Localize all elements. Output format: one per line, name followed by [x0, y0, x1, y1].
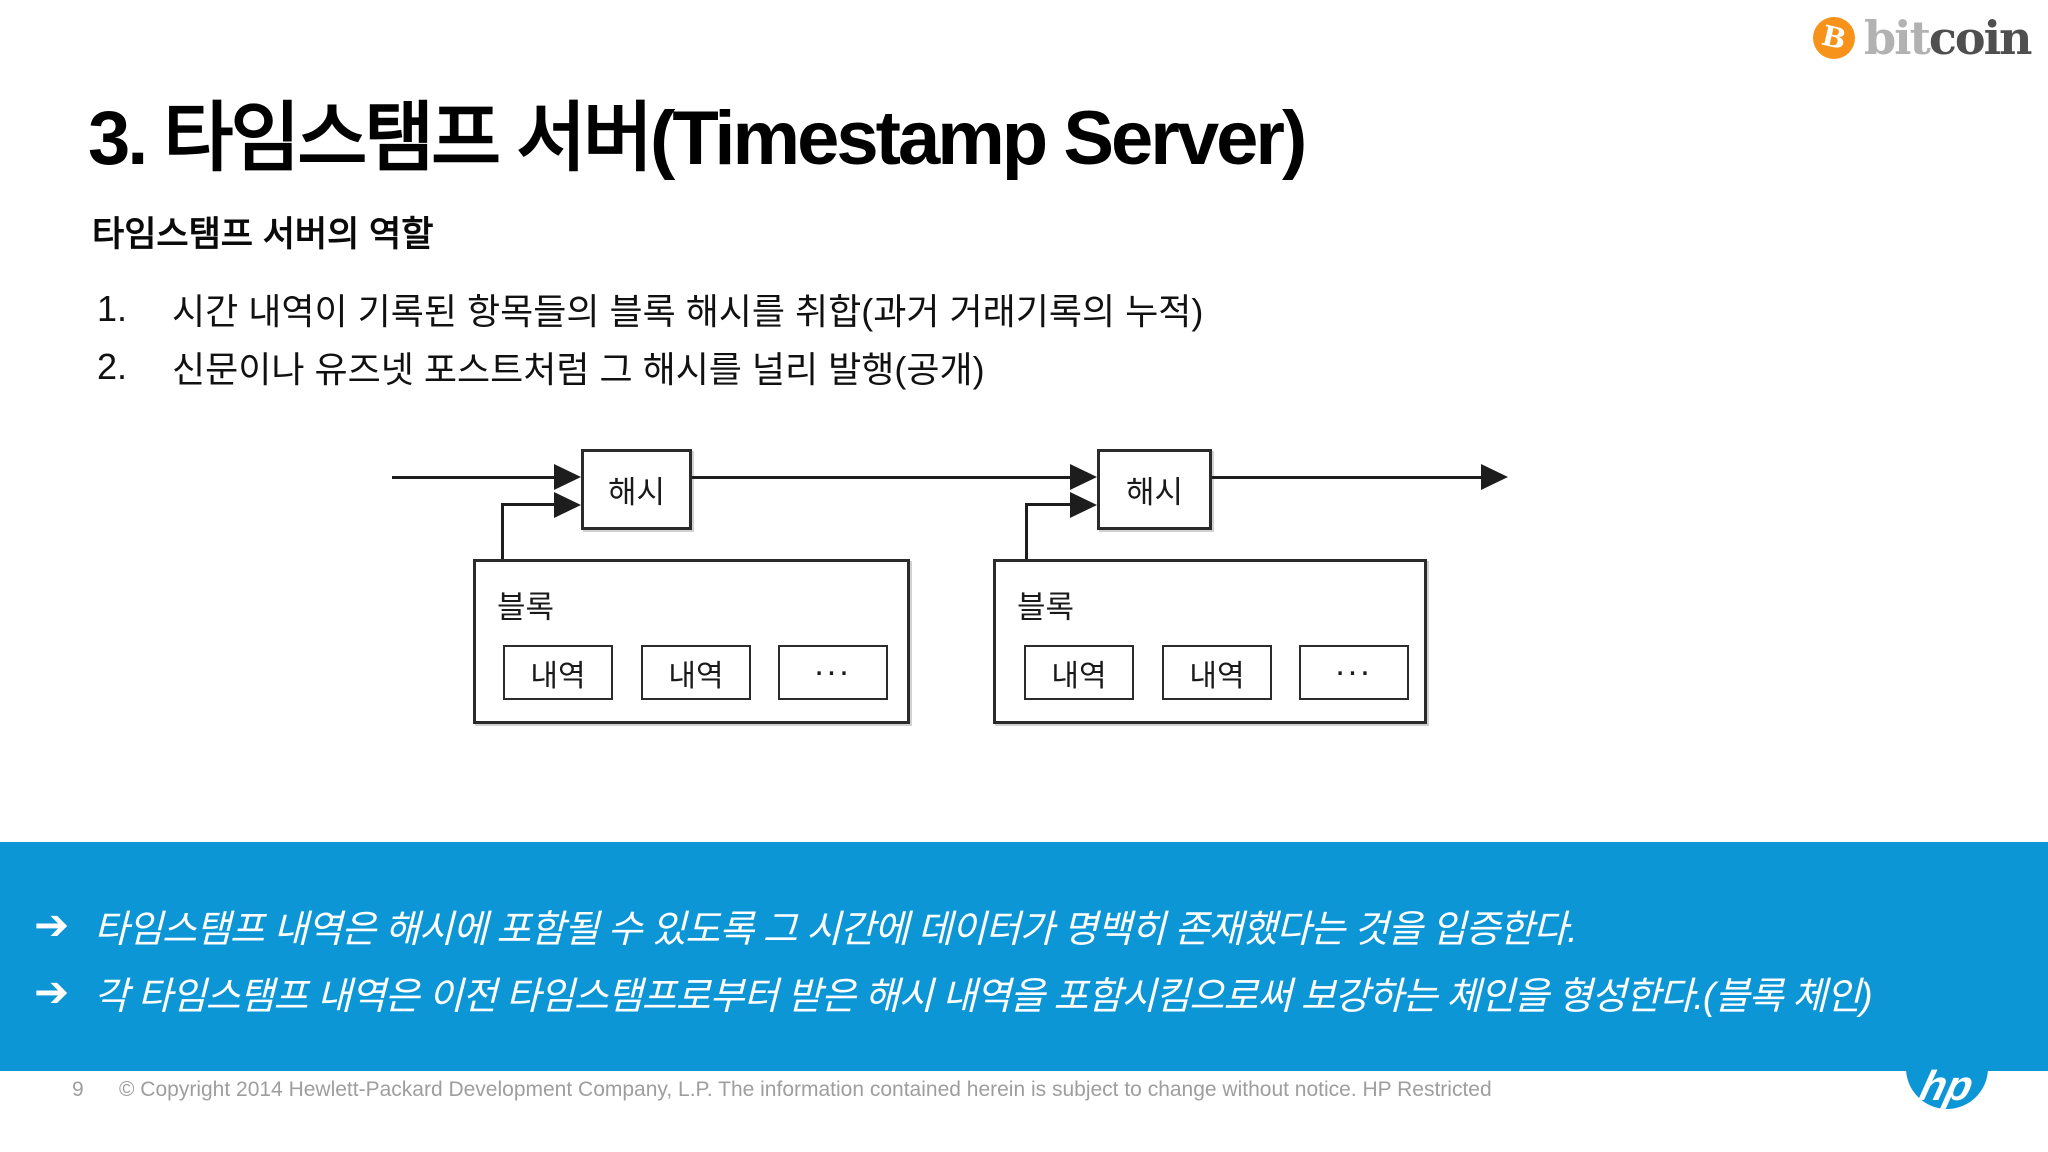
arrow-bullet-icon: ➔ [34, 968, 70, 1015]
bitcoin-b-glyph: B [1818, 18, 1850, 57]
list-item: 1. 시간 내역이 기록된 항목들의 블록 해시를 취합(과거 거래기록의 누적… [97, 280, 1203, 338]
tx-box: 내역 [503, 645, 613, 700]
list-item-number: 2. [97, 346, 128, 387]
tx-box-ellipsis: ... [778, 645, 888, 700]
list-item-number: 1. [97, 288, 128, 329]
tx-label: 내역 [668, 659, 724, 693]
block-label: 블록 [497, 590, 555, 625]
block-box-2: 블록 내역 내역 ... [993, 559, 1427, 724]
arrow-line [392, 476, 554, 479]
connector-line [1025, 503, 1028, 563]
ellipsis-label: ... [814, 645, 852, 683]
list-item: 2. 신문이나 유즈넷 포스트처럼 그 해시를 널리 발행(공개) [97, 338, 1203, 396]
callout-text: 각 타임스탬프 내역은 이전 타임스탬프로부터 받은 해시 내역을 포함시킴으로… [94, 975, 1873, 1018]
hp-logo-letters: hp [1915, 1062, 1979, 1109]
copyright-text: © Copyright 2014 Hewlett-Packard Develop… [119, 1078, 1492, 1101]
tx-box: 내역 [1024, 645, 1134, 700]
arrow-bullet-icon: ➔ [34, 901, 70, 948]
tx-label: 내역 [1189, 659, 1245, 693]
tx-box: 내역 [1162, 645, 1272, 700]
connector-line [1025, 503, 1070, 506]
connector-line [501, 503, 554, 506]
callout-text: 타임스탬프 내역은 해시에 포함될 수 있도록 그 시간에 데이터가 명백히 존… [94, 908, 1578, 951]
tx-box: 내역 [641, 645, 751, 700]
section-heading: 타임스탬프 서버의 역할 [92, 215, 434, 254]
slide-title: 3. 타임스탬프 서버(Timestamp Server) [88, 96, 1307, 181]
bitcoin-word-bit: bit [1864, 11, 1931, 65]
list-item-text: 신문이나 유즈넷 포스트처럼 그 해시를 널리 발행(공개) [172, 349, 985, 390]
hash-box-label: 해시 [607, 475, 666, 510]
ellipsis-label: ... [1335, 645, 1373, 683]
bitcoin-word-coin: coin [1928, 11, 2033, 65]
tx-box-ellipsis: ... [1299, 645, 1409, 700]
numbered-list: 1. 시간 내역이 기록된 항목들의 블록 해시를 취합(과거 거래기록의 누적… [97, 280, 1203, 396]
block-box-1: 블록 내역 내역 ... [473, 559, 910, 724]
tx-label: 내역 [530, 659, 586, 693]
arrowhead-icon [554, 464, 581, 490]
bitcoin-wordmark: bitcoin [1864, 15, 2032, 61]
hash-box-1: 해시 [581, 449, 692, 530]
list-item-text: 시간 내역이 기록된 항목들의 블록 해시를 취합(과거 거래기록의 누적) [172, 291, 1204, 332]
arrow-line [692, 476, 1070, 479]
bitcoin-logo: B bitcoin [1813, 12, 2032, 64]
hash-box-2: 해시 [1097, 449, 1212, 530]
callout-line: ➔ 타임스탬프 내역은 해시에 포함될 수 있도록 그 시간에 데이터가 명백히… [0, 896, 2048, 954]
block-label: 블록 [1017, 590, 1075, 625]
tx-label: 내역 [1051, 659, 1107, 693]
page-number: 9 [72, 1078, 84, 1101]
hp-logo: hp [1906, 1027, 1988, 1109]
connector-line [501, 503, 504, 563]
callout-band: ➔ 타임스탬프 내역은 해시에 포함될 수 있도록 그 시간에 데이터가 명백히… [0, 842, 2048, 1071]
arrow-line [1212, 476, 1481, 479]
callout-line: ➔ 각 타임스탬프 내역은 이전 타임스탬프로부터 받은 해시 내역을 포함시킴… [0, 963, 2048, 1021]
bitcoin-coin-icon: B [1813, 17, 1855, 59]
arrowhead-icon [554, 492, 581, 518]
hash-box-label: 해시 [1125, 475, 1184, 510]
arrowhead-icon [1070, 464, 1097, 490]
arrowhead-icon [1070, 492, 1097, 518]
arrowhead-icon [1481, 464, 1508, 490]
